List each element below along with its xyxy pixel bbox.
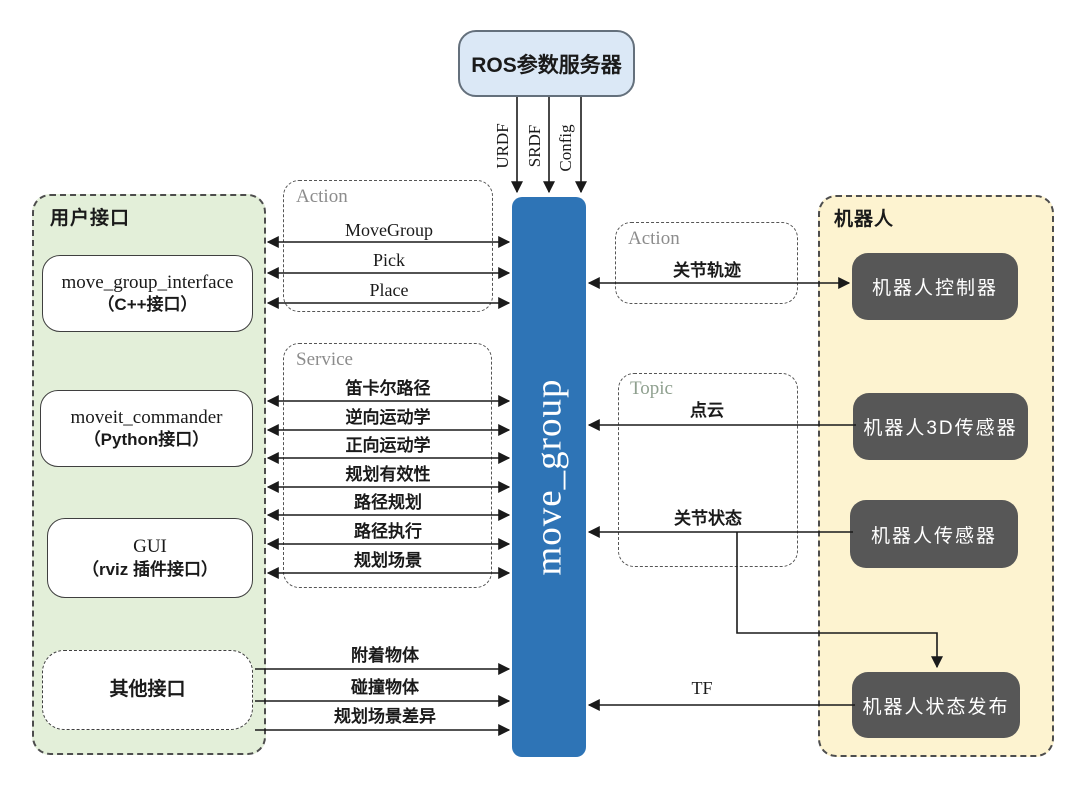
tf-label: TF [691, 678, 713, 698]
service-label-1: 笛卡尔路径 [345, 379, 431, 398]
service-label-7: 规划场景 [354, 551, 422, 570]
moveit-commander-node: moveit_commander （Python接口） [40, 390, 253, 467]
user-panel-title: 用户接口 [50, 208, 131, 229]
robot-state-publisher-node: 机器人状态发布 [852, 672, 1020, 738]
move-group-interface-label: move_group_interface [61, 271, 234, 293]
other-interface-label: 其他接口 [109, 678, 186, 700]
ros-param-server-label: ROS参数服务器 [471, 53, 622, 77]
move-group-node [512, 197, 586, 757]
pointcloud-label: 点云 [690, 401, 724, 420]
rviz-plugin-label: （rviz 插件接口） [81, 559, 219, 579]
move-group-label: move_group [528, 378, 570, 576]
joint-trajectory-label: 关节轨迹 [673, 261, 741, 280]
service-label-5: 路径规划 [354, 493, 422, 512]
topic-title: Topic [630, 378, 673, 399]
joint-states-label: 关节状态 [674, 509, 742, 528]
ros-param-server-node: ROS参数服务器 [458, 30, 635, 97]
other-interface-node: 其他接口 [42, 650, 253, 730]
topic-group [618, 373, 798, 567]
robot-sensor-node: 机器人传感器 [850, 500, 1018, 568]
service-label-2: 逆向运动学 [345, 408, 431, 427]
robot-panel-title: 机器人 [834, 209, 895, 230]
robot-controller-label: 机器人控制器 [871, 278, 998, 299]
service-group [283, 343, 492, 588]
robot-state-publisher-label: 机器人状态发布 [862, 696, 1010, 718]
robot-3d-sensor-node: 机器人3D传感器 [853, 393, 1028, 460]
config-label: Config [556, 124, 575, 172]
robot-controller-node: 机器人控制器 [852, 253, 1018, 320]
service-label-4: 规划有效性 [345, 465, 431, 484]
collision-object-label: 碰撞物体 [351, 678, 419, 697]
robot-3d-sensor-label: 机器人3D传感器 [863, 418, 1018, 439]
gui-label: GUI [133, 536, 167, 558]
srdf-label: SRDF [525, 124, 544, 168]
action-left-title: Action [296, 186, 348, 207]
attached-object-label: 附着物体 [351, 646, 419, 665]
service-title: Service [296, 349, 353, 370]
service-label-6: 路径执行 [354, 522, 422, 541]
urdf-label: URDF [493, 123, 512, 169]
action-right-title: Action [628, 228, 680, 249]
pick-arrow-label: Pick [372, 250, 406, 270]
scene-diff-label: 规划场景差异 [334, 707, 436, 726]
move-group-interface-node: move_group_interface （C++接口） [42, 255, 253, 332]
python-interface-label: （Python接口） [83, 430, 210, 450]
action-right-group [615, 222, 798, 304]
place-arrow-label: Place [369, 280, 409, 300]
gui-node: GUI （rviz 插件接口） [47, 518, 253, 598]
moveit-commander-label: moveit_commander [70, 406, 223, 428]
movegroup-arrow-label: MoveGroup [345, 220, 433, 240]
robot-sensor-label: 机器人传感器 [870, 525, 997, 547]
cpp-interface-label: （C++接口） [97, 295, 198, 315]
service-label-3: 正向运动学 [345, 436, 431, 455]
